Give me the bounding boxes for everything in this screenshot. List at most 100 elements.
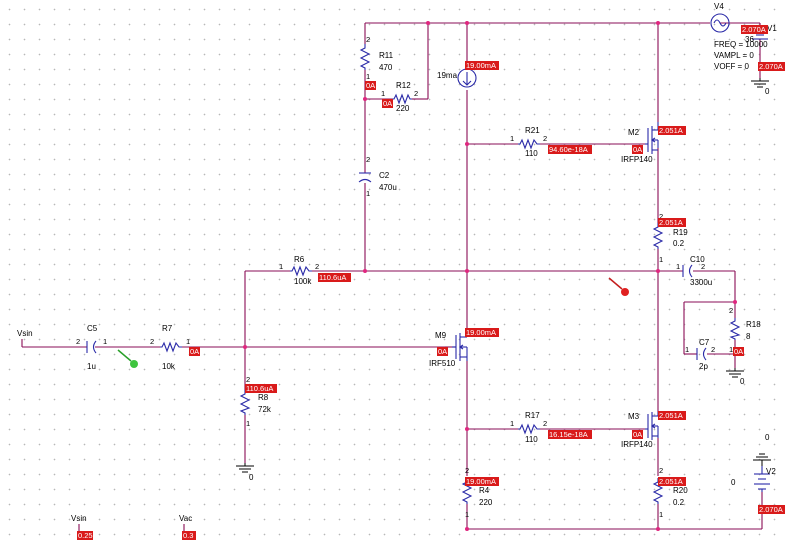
probe-r12[interactable]: 0A bbox=[382, 99, 393, 108]
resistor-r12[interactable]: 1 2 R12 220 bbox=[381, 81, 418, 113]
voltage-probe-green[interactable] bbox=[117, 349, 138, 368]
capacitor-c5[interactable]: 2 1 C5 1u bbox=[76, 324, 107, 371]
svg-text:0.3: 0.3 bbox=[183, 531, 193, 540]
ac-source-v4[interactable]: V4 FREQ = 10000 VAMPL = 0 VOFF = 0 bbox=[710, 2, 768, 71]
r21-name: R21 bbox=[525, 126, 540, 135]
mosfet-m9[interactable]: M9 IRF510 bbox=[429, 331, 468, 368]
svg-text:19.00mA: 19.00mA bbox=[466, 477, 496, 486]
v4-name: V4 bbox=[714, 2, 724, 11]
probe-r6[interactable]: 110.6uA bbox=[318, 273, 351, 282]
resistor-r19[interactable]: 2 1 R19 0.2 bbox=[652, 212, 688, 264]
net-vac-probe-label: Vac bbox=[179, 514, 192, 523]
probe-r4[interactable]: 19.00mA bbox=[465, 477, 499, 486]
c7-value: 2p bbox=[699, 362, 708, 371]
probe-m3-gate[interactable]: 0A bbox=[632, 430, 643, 439]
mosfet-m3[interactable]: M3 IRFP140 bbox=[621, 412, 659, 449]
resistor-r8[interactable]: 2 1 R8 72k bbox=[239, 375, 272, 428]
resistor-r7[interactable]: 2 1 R7 10k bbox=[150, 324, 190, 371]
capacitor-c2[interactable]: 2 1 C2 470u bbox=[358, 155, 397, 198]
probe-r11[interactable]: 0A bbox=[365, 81, 376, 90]
r7-name: R7 bbox=[162, 324, 173, 333]
v4-vampl: VAMPL = 0 bbox=[714, 51, 754, 60]
ground-v2-label: 0 bbox=[765, 433, 770, 442]
c2-name: C2 bbox=[379, 171, 390, 180]
c10-value: 3300u bbox=[690, 278, 712, 287]
resistor-r11[interactable]: 2 1 R11 470 bbox=[359, 35, 394, 81]
isrc-value: 19ma bbox=[437, 71, 458, 80]
svg-text:110.6uA: 110.6uA bbox=[319, 273, 346, 282]
v2-name: V2 bbox=[766, 467, 776, 476]
svg-text:2.070A: 2.070A bbox=[759, 62, 783, 71]
net-vsin-probe: Vsin bbox=[71, 514, 87, 532]
svg-text:19.00mA: 19.00mA bbox=[466, 61, 496, 70]
r6-pin-left: 1 bbox=[279, 262, 283, 271]
voltage-probe-red[interactable] bbox=[608, 277, 629, 296]
resistor-r17[interactable]: 1 2 R17 110 bbox=[510, 411, 547, 444]
ground-r8: 0 bbox=[236, 463, 254, 482]
probe-r21[interactable]: 94.60e-18A bbox=[548, 145, 592, 154]
probe-badges: 0A 0A 19.00mA 94.60e-18A 0A 2.051A 2.051… bbox=[77, 25, 785, 540]
probe-r20[interactable]: 2.051A bbox=[658, 477, 686, 486]
r20-name: R20 bbox=[673, 486, 688, 495]
r20-value: 0.2 bbox=[673, 498, 685, 507]
current-source[interactable]: 19ma bbox=[437, 68, 477, 88]
r18-pin-top: 2 bbox=[729, 306, 733, 315]
capacitor-c7[interactable]: 1 2 C7 2p bbox=[685, 338, 715, 371]
r8-name: R8 bbox=[258, 393, 269, 402]
m9-part: IRF510 bbox=[429, 359, 456, 368]
ground-r18: 0 bbox=[726, 368, 745, 386]
capacitor-c10[interactable]: 1 2 C10 3300u bbox=[676, 255, 712, 287]
resistor-r20[interactable]: 2 1 R20 0.2 bbox=[652, 466, 688, 519]
v2-value: 0 bbox=[731, 478, 736, 487]
probe-m9-drain[interactable]: 19.00mA bbox=[465, 328, 499, 337]
r20-pin-bottom: 1 bbox=[659, 510, 663, 519]
r11-pin-bottom: 1 bbox=[366, 72, 370, 81]
ground-v1-label: 0 bbox=[765, 87, 770, 96]
c10-pin-right: 2 bbox=[701, 262, 705, 271]
probe-r7[interactable]: 0A bbox=[189, 347, 200, 356]
mosfet-m2[interactable]: M2 IRFP140 bbox=[621, 122, 659, 164]
r18-pin-bottom: 1 bbox=[729, 345, 733, 354]
probe-m2-gate[interactable]: 0A bbox=[632, 145, 643, 154]
c2-pin-top: 2 bbox=[366, 155, 370, 164]
svg-text:2.051A: 2.051A bbox=[659, 411, 683, 420]
r8-pin-bottom: 1 bbox=[246, 419, 250, 428]
probe-m2-drain[interactable]: 2.051A bbox=[658, 126, 686, 135]
svg-text:0A: 0A bbox=[383, 99, 392, 108]
m3-part: IRFP140 bbox=[621, 440, 653, 449]
resistor-r6[interactable]: 1 2 R6 100k bbox=[279, 255, 319, 286]
ground-r8-label: 0 bbox=[249, 473, 254, 482]
probe-r17[interactable]: 16.15e-18A bbox=[548, 430, 592, 439]
r6-name: R6 bbox=[294, 255, 305, 264]
ground-v2: 0 bbox=[753, 433, 771, 466]
v4-freq: FREQ = 10000 bbox=[714, 40, 768, 49]
r21-value: 110 bbox=[525, 149, 538, 158]
probe-v1[interactable]: 2.070A bbox=[758, 62, 785, 71]
junctions bbox=[243, 21, 737, 531]
resistor-r4[interactable]: 2 1 R4 220 bbox=[461, 466, 493, 519]
c5-name: C5 bbox=[87, 324, 98, 333]
c10-pin-left: 1 bbox=[676, 262, 680, 271]
probe-r8[interactable]: 110.6uA bbox=[245, 384, 277, 393]
r12-name: R12 bbox=[396, 81, 411, 90]
probe-v4[interactable]: 2.070A bbox=[741, 25, 768, 34]
probe-vac[interactable]: 0.3 bbox=[182, 531, 196, 540]
probe-vsin[interactable]: 0.25 bbox=[77, 531, 93, 540]
probe-m3-drain[interactable]: 2.051A bbox=[658, 411, 686, 420]
svg-text:0A: 0A bbox=[438, 347, 447, 356]
r4-pin-bottom: 1 bbox=[465, 510, 469, 519]
r8-value: 72k bbox=[258, 405, 272, 414]
probe-r18[interactable]: 0A bbox=[733, 347, 744, 356]
dc-source-v2[interactable]: V2 0 bbox=[731, 466, 776, 492]
resistor-r18[interactable]: 2 1 R18 8 bbox=[729, 306, 761, 354]
svg-text:0A: 0A bbox=[633, 430, 642, 439]
r18-value: 8 bbox=[746, 332, 751, 341]
probe-isrc[interactable]: 19.00mA bbox=[465, 61, 499, 70]
probe-m9-gate[interactable]: 0A bbox=[437, 347, 448, 356]
probe-v2[interactable]: 2.070A bbox=[758, 505, 785, 514]
ground-v1: 0 bbox=[751, 78, 770, 96]
resistor-r21[interactable]: 1 2 R21 110 bbox=[510, 126, 547, 158]
probe-r19[interactable]: 2.051A bbox=[658, 218, 686, 227]
net-vac-probe: Vac bbox=[179, 514, 192, 532]
